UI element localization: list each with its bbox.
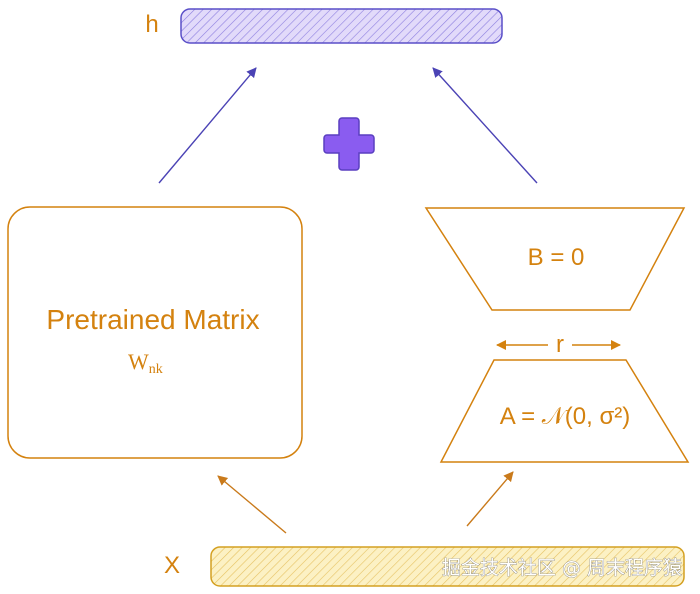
matrix-a-label: A = 𝒩(0, σ²) <box>500 403 631 430</box>
arrow-x-to-a <box>466 471 514 527</box>
arrow-b-to-h <box>432 67 538 184</box>
arrow-x-to-pretrained <box>217 475 287 534</box>
x-label: X <box>164 552 180 579</box>
x-vector <box>210 546 685 587</box>
arrow-pretrained-to-h <box>158 67 257 184</box>
pretrained-weight-symbol: W <box>128 349 149 374</box>
h-vector <box>180 8 503 44</box>
matrix-a-trapezoid <box>439 359 690 463</box>
plus-icon <box>323 117 375 171</box>
rank-label: r <box>556 331 564 358</box>
pretrained-weight-subscript: nk <box>149 362 163 377</box>
matrix-b-trapezoid <box>424 207 686 311</box>
h-label: h <box>145 11 158 38</box>
pretrained-matrix-box <box>7 206 303 459</box>
watermark-text: 掘金技术社区 @ 周末程序猿 <box>442 557 682 579</box>
pretrained-weight-label: Wnk <box>128 349 163 377</box>
matrix-b-label: B = 0 <box>528 244 585 271</box>
pretrained-matrix-title: Pretrained Matrix <box>46 304 259 335</box>
